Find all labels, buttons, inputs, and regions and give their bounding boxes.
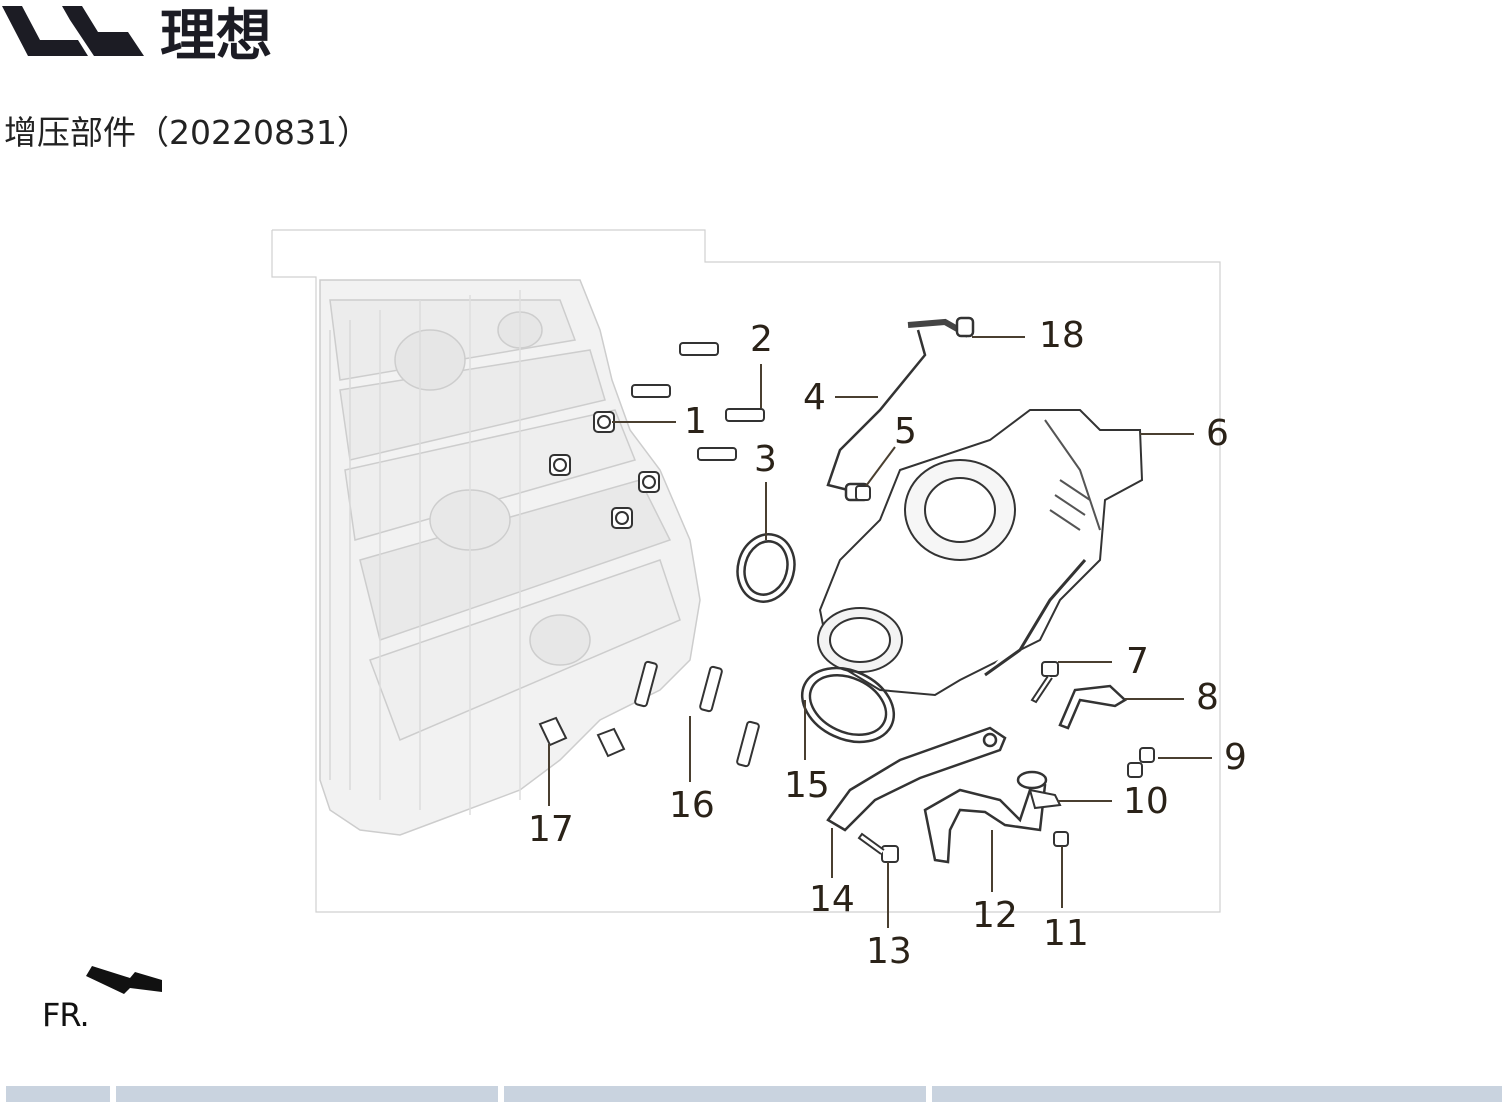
front-direction-arrow-icon [86,966,162,994]
flange-part-10 [1028,788,1062,810]
leader-lines [548,336,1212,928]
bolt-part-7 [1030,661,1059,704]
parts-table-header [0,1086,1504,1102]
callout-4: 4 [803,377,826,418]
support-bracket-part-14 [826,726,1007,832]
table-header-cell [116,1086,498,1102]
oil-return-pipe-part-12 [923,770,1048,864]
callout-1: 1 [684,401,707,442]
logo-mark-left [2,6,88,56]
page-subtitle: 增压部件（20220831） [4,113,370,152]
callout-13: 13 [866,931,912,972]
bolt-part-5 [855,485,871,501]
brand-name: 理想 [160,4,272,69]
table-header-cell [932,1086,1502,1102]
logo-mark-right [62,6,144,56]
li-auto-logo: 理想 [2,4,272,69]
gasket-part-15 [800,666,896,744]
callout-14: 14 [809,879,855,920]
callout-2: 2 [750,319,773,360]
turbocharger-part-6 [817,409,1144,697]
callout-6: 6 [1206,413,1229,454]
stud-part-2 [631,342,765,461]
bolt-part-9 [1127,747,1155,778]
callout-17: 17 [528,809,574,850]
leader-5 [865,446,896,487]
front-direction-label: FR. [42,996,90,1034]
bracket-part-8 [1058,684,1128,730]
callout-11: 11 [1043,913,1089,954]
callout-10: 10 [1123,781,1169,822]
callout-12: 12 [972,895,1018,936]
diagram-frame [271,229,1221,913]
callout-15: 15 [784,765,830,806]
callout-9: 9 [1224,737,1247,778]
callout-18: 18 [1039,315,1085,356]
callout-5: 5 [894,411,917,452]
gasket-part-3 [736,533,796,603]
stud-part-16 [634,660,760,768]
engine-block-ghost [319,279,701,836]
nut-part-17 [538,716,626,758]
callout-16: 16 [669,785,715,826]
table-header-cell [504,1086,926,1102]
nut-part-1 [549,411,660,529]
callout-7: 7 [1126,641,1149,682]
table-header-cell [6,1086,110,1102]
callout-3: 3 [754,439,777,480]
bolt-part-13 [857,832,899,863]
bolt-part-11 [1053,831,1069,847]
callout-8: 8 [1196,677,1219,718]
